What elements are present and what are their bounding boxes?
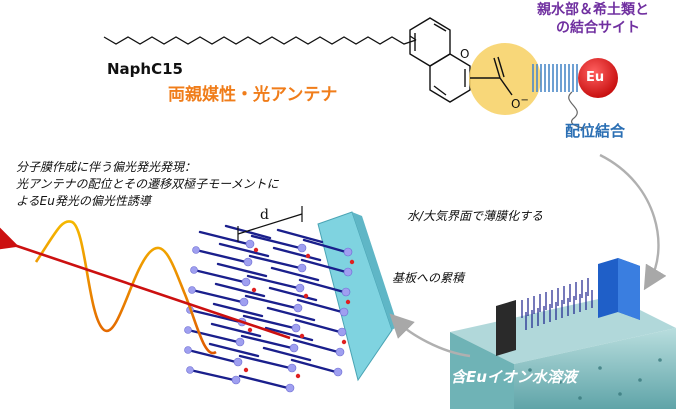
trough-ions	[528, 358, 662, 400]
carboxylate-bonds	[470, 56, 513, 96]
naphthalene-ring	[409, 17, 471, 103]
description-line2: 光アンテナの配位とその遷移双極子モーメントに	[16, 177, 279, 191]
carboxylate-oxygen-minus: O−	[511, 95, 529, 111]
langmuir-trough	[450, 296, 676, 409]
curved-arrow-icon	[599, 153, 667, 291]
description-line1: 分子膜作成に伴う偏光発光発現：	[16, 160, 197, 174]
alkyl-chain	[103, 36, 417, 45]
coordination-pointer	[568, 91, 587, 129]
substrate-accumulation-label: 基板への累積	[392, 271, 465, 285]
hydrophilic-site-label-line1: 親水部＆希土類と	[537, 2, 649, 18]
polarized-light-wave-icon	[34, 220, 217, 355]
trough-barrier-left	[496, 300, 516, 356]
compound-description: 両親媒性・光アンテナ	[168, 85, 338, 105]
eu-solution-label: 含Euイオン水溶液	[451, 368, 577, 386]
carboxylate-oxygen-symbol: O	[511, 97, 521, 111]
hydrophilic-site-label-line2: の結合サイト	[556, 20, 640, 36]
carboxylate-oxygen-double: O	[460, 47, 470, 61]
description-line3: よるEu発光の偏光性誘導	[16, 194, 151, 208]
polarized-emission-arrow	[0, 226, 291, 340]
coordination-bond-label: 配位結合	[565, 122, 626, 140]
compound-name: NaphC15	[107, 60, 183, 78]
film-headgroups	[184, 239, 353, 393]
trough-barrier-right	[598, 258, 640, 320]
carboxylate-charge: −	[520, 95, 529, 106]
molecular-film	[186, 224, 348, 390]
spacing-bracket	[237, 206, 303, 242]
trough-monolayer	[521, 278, 593, 330]
film-eu-ions	[243, 247, 355, 379]
hydrophilic-headgroup	[469, 43, 541, 115]
layer-spacing-label: d	[260, 207, 269, 223]
eu-ion-circle	[578, 58, 618, 98]
water-air-interface-label: 水/大気界面で薄膜化する	[407, 209, 544, 223]
coordination-dashes	[532, 64, 578, 92]
curved-arrow-to-substrate	[389, 313, 471, 358]
eu-ion-label: Eu	[586, 70, 605, 85]
